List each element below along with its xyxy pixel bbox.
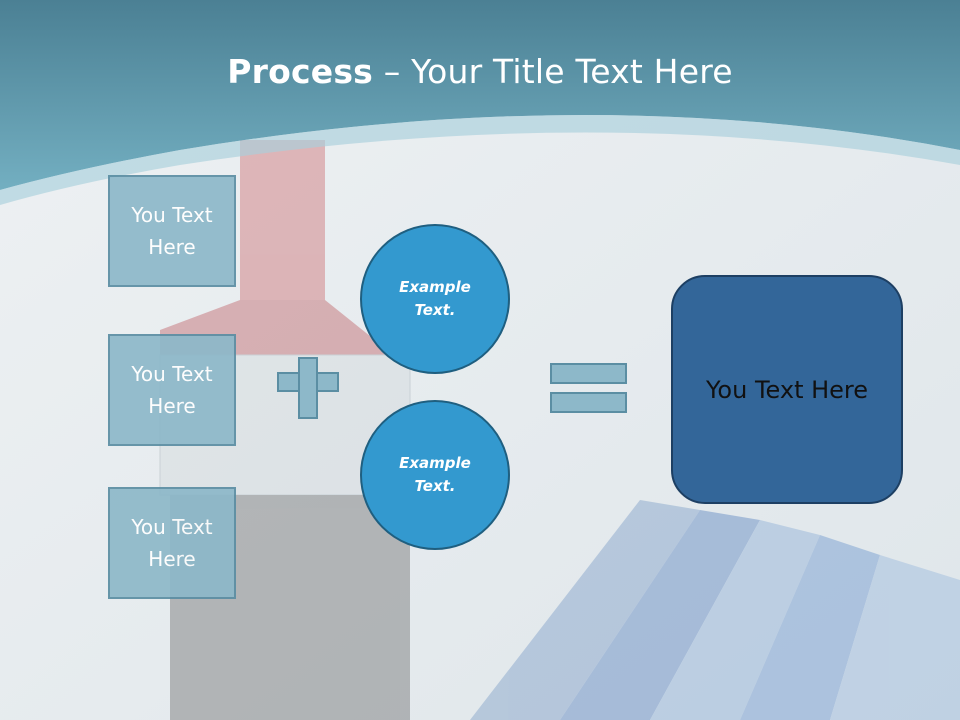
color-swatch-fan [470, 500, 960, 720]
example-circle-1[interactable]: Example Text. [360, 224, 510, 374]
slide-title: Process – Your Title Text Here [0, 52, 960, 91]
result-label: You Text Here [705, 375, 869, 404]
input-box-label: You Text Here [131, 362, 213, 418]
input-box-1[interactable]: You Text Here [108, 175, 236, 287]
input-box-3[interactable]: You Text Here [108, 487, 236, 599]
circle-label: Example Text. [399, 278, 471, 319]
input-box-label: You Text Here [131, 203, 213, 259]
paintbrush-illustration [159, 140, 411, 720]
circle-label: Example Text. [399, 454, 471, 495]
title-rest: – Your Title Text Here [373, 52, 733, 91]
example-circle-2[interactable]: Example Text. [360, 400, 510, 550]
input-box-label: You Text Here [131, 515, 213, 571]
input-box-2[interactable]: You Text Here [108, 334, 236, 446]
result-box[interactable]: You Text Here [671, 275, 903, 504]
title-bold: Process [227, 52, 374, 91]
